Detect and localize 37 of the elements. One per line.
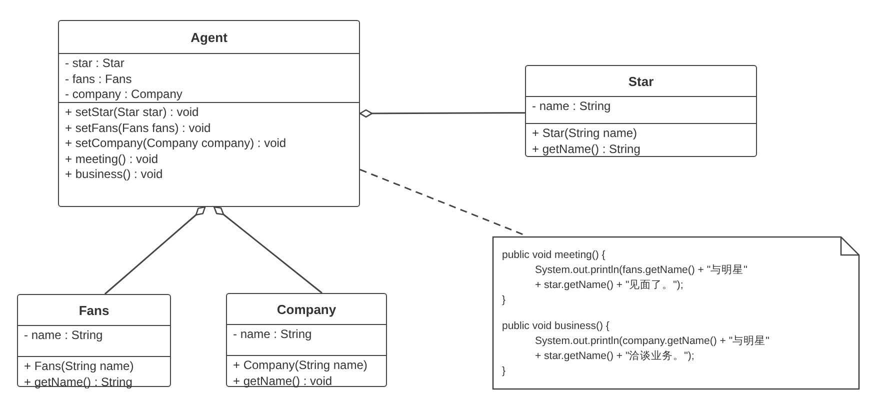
note-box	[492, 236, 860, 390]
class-box	[525, 65, 757, 157]
code-line: public void business() {	[502, 320, 610, 333]
code-line: + star.getName() + "见面了。");	[535, 279, 684, 292]
code-line: }	[502, 294, 506, 307]
method-text: + getName() : void	[233, 374, 332, 389]
aggregation-line	[359, 109, 525, 118]
method-text: + setFans(Fans fans) : void	[65, 120, 211, 136]
method-text: + setCompany(Company company) : void	[65, 136, 286, 152]
method-text: + getName() : String	[532, 142, 640, 157]
aggregation-line	[213, 206, 322, 294]
class-name: Star	[628, 74, 654, 88]
method-text: + business() : void	[65, 167, 163, 182]
class-name: Fans	[78, 302, 110, 318]
method-text: + Star(String name)	[532, 126, 638, 142]
attribute-text: - name : String	[532, 99, 611, 114]
attribute-text: - name : String	[233, 327, 312, 342]
class-box	[226, 293, 387, 387]
code-line: + star.getName() + "洽谈业务。");	[535, 350, 694, 363]
attribute-text: - star : Star	[65, 56, 124, 72]
class-name: Agent	[190, 30, 228, 44]
method-text: + Fans(String name)	[24, 359, 134, 374]
attribute-text: - fans : Fans	[65, 72, 132, 87]
code-line: public void meeting() {	[502, 249, 606, 262]
method-text: + setStar(Star star) : void	[65, 105, 199, 120]
method-text: + meeting() : void	[65, 152, 158, 167]
attribute-text: - name : String	[24, 328, 103, 344]
method-text: + getName() : String	[24, 374, 132, 390]
aggregation-line	[104, 206, 206, 295]
attribute-text: - company : Company	[65, 87, 182, 102]
class-name: Company	[276, 302, 336, 316]
code-line: System.out.println(company.getName() + "与明星"	[535, 335, 770, 348]
code-line: System.out.println(fans.getName() + "与明星"	[535, 264, 748, 277]
class-box	[58, 20, 360, 207]
method-text: + Company(String name)	[233, 358, 368, 374]
code-line: }	[502, 365, 506, 378]
class-box	[17, 294, 171, 387]
